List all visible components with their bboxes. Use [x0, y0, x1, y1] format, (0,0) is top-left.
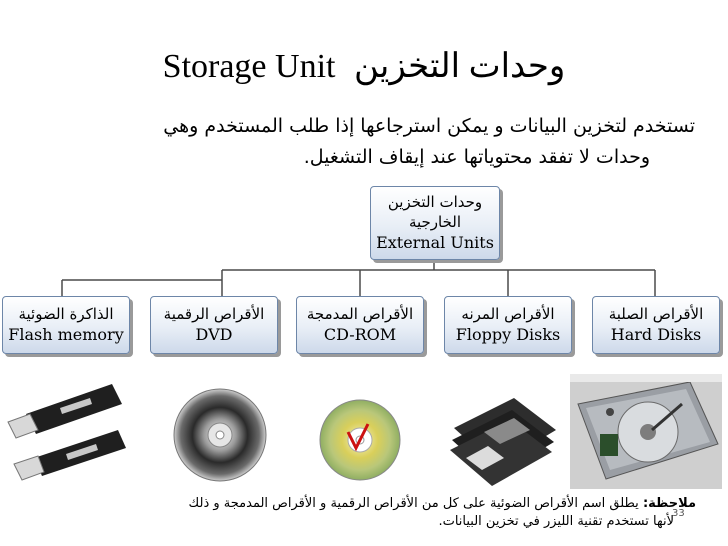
flash-memory-image — [0, 378, 130, 486]
cd-rom-image — [319, 399, 401, 481]
title-arabic: وحدات التخزين — [353, 48, 566, 85]
flash-memory-box: الذاكرة الضوئية Flash memory — [2, 296, 130, 354]
floppy-disks-image — [444, 388, 564, 488]
root-label-ar-2: الخارجية — [408, 213, 462, 231]
floppy-disks-label-ar: الأقراص المرنه — [461, 305, 555, 323]
title-english: Storage Unit — [162, 48, 336, 85]
note-text-1: يطلق اسم الأقراص الضوئية على كل من الأقر… — [188, 496, 639, 511]
cd-rom-box: الأقراص المدمجة CD-ROM — [296, 296, 424, 354]
note-line-2: لأنها تستخدم تقنية الليزر في تخزين البيا… — [438, 514, 674, 529]
cd-rom-label-ar: الأقراص المدمجة — [306, 305, 414, 323]
hard-disks-label-en: Hard Disks — [610, 325, 702, 344]
flash-memory-label-ar: الذاكرة الضوئية — [18, 305, 114, 323]
note-line-1: ملاحظة: يطلق اسم الأقراص الضوئية على كل … — [130, 496, 696, 511]
root-label-en: External Units — [376, 233, 494, 252]
page-number: 33 — [672, 508, 685, 519]
slide-title: Storage Unit وحدات التخزين — [0, 46, 728, 86]
floppy-disks-label-en: Floppy Disks — [455, 325, 561, 344]
dvd-label-en: DVD — [195, 325, 233, 344]
description-line-1: تستخدم لتخزين البيانات و يمكن استرجاعها … — [163, 115, 695, 137]
hard-disks-label-ar: الأقراص الصلبة — [608, 305, 704, 323]
cd-rom-label-en: CD-ROM — [323, 325, 397, 344]
description-line-2: وحدات لا تفقد محتوياتها عند إيقاف التشغي… — [303, 146, 650, 168]
floppy-disks-box: الأقراص المرنه Floppy Disks — [444, 296, 572, 354]
flash-memory-label-en: Flash memory — [8, 325, 124, 344]
hard-disk-image — [570, 374, 722, 489]
root-label-ar-1: وحدات التخزين — [387, 193, 483, 211]
dvd-image — [173, 388, 267, 482]
note-label: ملاحظة: — [642, 496, 696, 511]
dvd-box: الأقراص الرقمية DVD — [150, 296, 278, 354]
dvd-label-ar: الأقراص الرقمية — [163, 305, 265, 323]
external-units-box: وحدات التخزين الخارجية External Units — [370, 186, 500, 260]
hard-disks-box: الأقراص الصلبة Hard Disks — [592, 296, 720, 354]
